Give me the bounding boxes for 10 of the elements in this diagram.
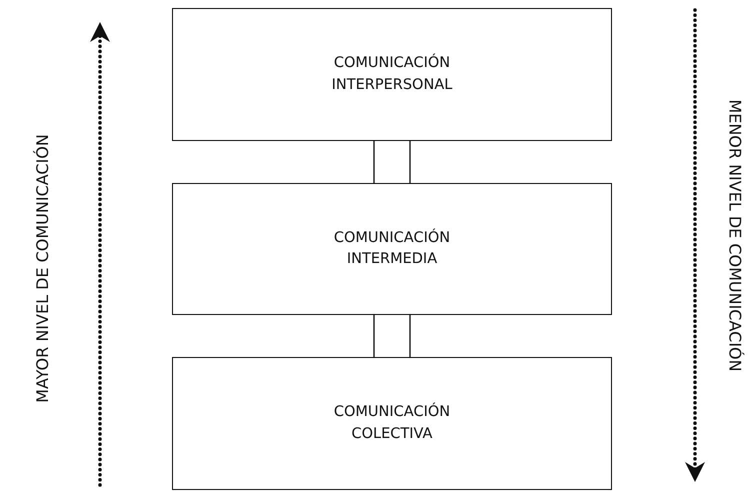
axis-label: MENOR NIVEL DE COMUNICACIÓN: [726, 98, 745, 372]
box-label: COMUNICACIÓN INTERPERSONAL: [330, 53, 454, 94]
connector-channel: [373, 314, 411, 358]
box-label: COMUNICACIÓN INTERMEDIA: [332, 228, 452, 269]
process-box: [172, 183, 612, 315]
axis-label: MAYOR NIVEL DE COMUNICACIÓN: [32, 134, 52, 402]
connector-channel: [373, 140, 411, 184]
process-box: [172, 357, 612, 490]
box-label: COMUNICACIÓN COLECTIVA: [332, 402, 452, 444]
process-box: [172, 8, 612, 141]
